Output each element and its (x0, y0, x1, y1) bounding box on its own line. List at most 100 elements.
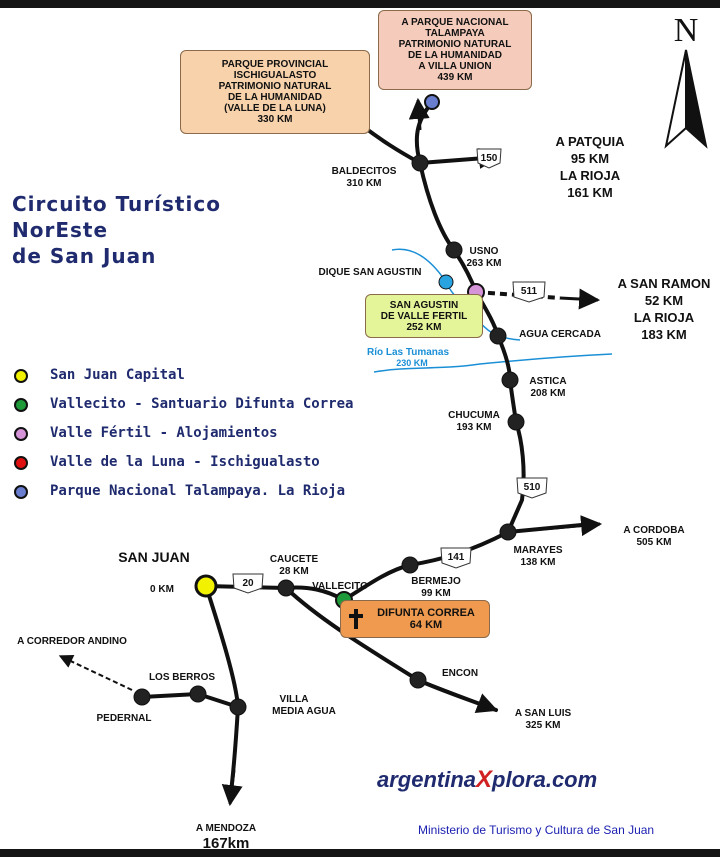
bottom-border (0, 849, 720, 857)
label-caucete-km: 28 KM (279, 566, 308, 577)
label-san-juan-km: 0 KM (150, 584, 174, 595)
box-ischigualasto-line: DE LA HUMANIDAD (227, 92, 323, 103)
legend-dot-red (14, 456, 28, 470)
compass-arrow-left (664, 49, 687, 149)
dest-san-ramon-rioja-km: 183 KM (641, 327, 687, 342)
node-san-juan (194, 574, 218, 598)
box-san-agustin-line: 252 KM (406, 321, 442, 333)
box-talampaya: A PARQUE NACIONAL TALAMPAYA PATRIMONIO N… (378, 10, 532, 90)
label-baldecitos: BALDECITOS (332, 166, 397, 177)
dest-patquia-rioja-km: 161 KM (567, 185, 613, 200)
box-san-agustin-line: SAN AGUSTIN (389, 299, 459, 311)
dest-mendoza-km: 167km (203, 835, 250, 852)
dashed-road-corredor (58, 655, 133, 691)
label-astica-km: 208 KM (530, 388, 565, 399)
cross-icon (349, 609, 363, 629)
label-villa: VILLA (280, 694, 309, 705)
compass: N (664, 12, 708, 149)
dest-san-luis-km: 325 KM (525, 720, 560, 731)
dest-san-ramon: A SAN RAMON (618, 276, 711, 291)
label-usno: USNO (470, 246, 499, 257)
legend-label: San Juan Capital (50, 367, 185, 383)
compass-arrow-right (685, 49, 708, 149)
route-150-label: 150 (481, 153, 498, 164)
legend-dot-pink (14, 427, 28, 441)
node-dique (438, 274, 454, 290)
label-bermejo-km: 99 KM (421, 588, 450, 599)
box-difunta-correa-line: DIFUNTA CORREA (377, 607, 475, 619)
box-talampaya-line: 439 KM (437, 72, 473, 83)
route-141-label: 141 (448, 552, 465, 563)
label-caucete: CAUCETE (270, 554, 319, 565)
label-usno-km: 263 KM (466, 258, 501, 269)
top-border (0, 0, 720, 8)
dest-cordoba-km: 505 KM (636, 537, 671, 548)
box-ischigualasto-line: ISCHIGUALASTO (233, 70, 317, 81)
label-los-berros: LOS BERROS (149, 672, 215, 683)
dest-san-luis: A SAN LUIS (515, 708, 572, 719)
route-20-label: 20 (242, 578, 254, 589)
label-san-juan: SAN JUAN (118, 549, 190, 565)
title-line-3: de San Juan (12, 244, 157, 268)
brand-part-a: argentina (377, 767, 477, 792)
label-marayes-km: 138 KM (520, 557, 555, 568)
label-bermejo: BERMEJO (411, 576, 461, 587)
route-shield-510: 510 (516, 477, 548, 499)
node-baldecitos (411, 154, 429, 172)
label-media-agua: MEDIA AGUA (272, 706, 336, 717)
label-marayes: MARAYES (513, 545, 562, 556)
label-baldecitos-km: 310 KM (346, 178, 381, 189)
route-shields: 150 511 510 141 20 (232, 148, 548, 594)
label-vallecito: VALLECITO (312, 581, 368, 592)
node-usno (445, 241, 463, 259)
map-title: Circuito Turístico NorEste de San Juan (12, 191, 221, 269)
brand-part-x: X (476, 766, 493, 793)
legend-dot-yellow (14, 369, 28, 383)
box-difunta-correa: DIFUNTA CORREA 64 KM (340, 600, 490, 638)
box-talampaya-line: PATRIMONIO NATURAL (398, 39, 512, 50)
dest-san-ramon-rioja: LA RIOJA (634, 310, 695, 325)
destination-labels: A PATQUIA 95 KM LA RIOJA 161 KM A SAN RA… (17, 134, 710, 852)
legend-label: Vallecito - Santuario Difunta Correa (50, 396, 354, 412)
dest-mendoza: A MENDOZA (196, 823, 256, 834)
node-marayes (499, 523, 517, 541)
node-talampaya (424, 94, 440, 110)
node-agua-cercada (489, 327, 507, 345)
node-bermejo (401, 556, 419, 574)
title-line-2: NorEste (12, 218, 109, 242)
node-encon (409, 671, 427, 689)
legend-label: Parque Nacional Talampaya. La Rioja (50, 483, 346, 499)
title-line-1: Circuito Turístico (12, 192, 221, 216)
label-agua-cercada: AGUA CERCADA (519, 329, 601, 340)
compass-n-label: N (674, 12, 699, 49)
box-san-agustin: SAN AGUSTIN DE VALLE FERTIL 252 KM (365, 294, 483, 338)
dest-patquia-rioja: LA RIOJA (560, 168, 621, 183)
node-media-agua (229, 698, 247, 716)
box-talampaya-line: DE LA HUMANIDAD (407, 50, 503, 61)
place-labels: BALDECITOS 310 KM USNO 263 KM DIQUE SAN … (96, 166, 600, 724)
dest-san-ramon-km: 52 KM (645, 293, 683, 308)
box-talampaya-line: TALAMPAYA (425, 28, 485, 39)
legend-label: Valle Fértil - Alojamientos (50, 425, 278, 441)
box-ischigualasto: PARQUE PROVINCIAL ISCHIGUALASTO PATRIMON… (180, 50, 370, 134)
box-difunta-correa-line: 64 KM (409, 619, 443, 631)
ministry-credit: Ministerio de Turismo y Cultura de San J… (418, 823, 655, 837)
dest-patquia-km: 95 KM (571, 151, 609, 166)
route-510-label: 510 (524, 482, 541, 493)
dest-patquia: A PATQUIA (555, 134, 625, 149)
node-chucuma (507, 413, 525, 431)
node-astica (501, 371, 519, 389)
route-shield-150: 150 (476, 148, 502, 169)
legend-dot-blue (14, 485, 28, 499)
route-shield-141: 141 (440, 547, 472, 569)
route-shield-20: 20 (232, 573, 264, 594)
label-rio-km: 230 KM (396, 358, 428, 368)
box-talampaya-line: A VILLA UNION (418, 61, 492, 72)
box-ischigualasto-line: (VALLE DE LA LUNA) (224, 103, 326, 114)
node-caucete (277, 579, 295, 597)
box-ischigualasto-line: 330 KM (257, 114, 293, 125)
dest-cordoba: A CORDOBA (623, 525, 684, 536)
route-511-label: 511 (521, 286, 538, 297)
box-ischigualasto-line: PARQUE PROVINCIAL (221, 59, 329, 70)
node-pedernal (133, 688, 151, 706)
